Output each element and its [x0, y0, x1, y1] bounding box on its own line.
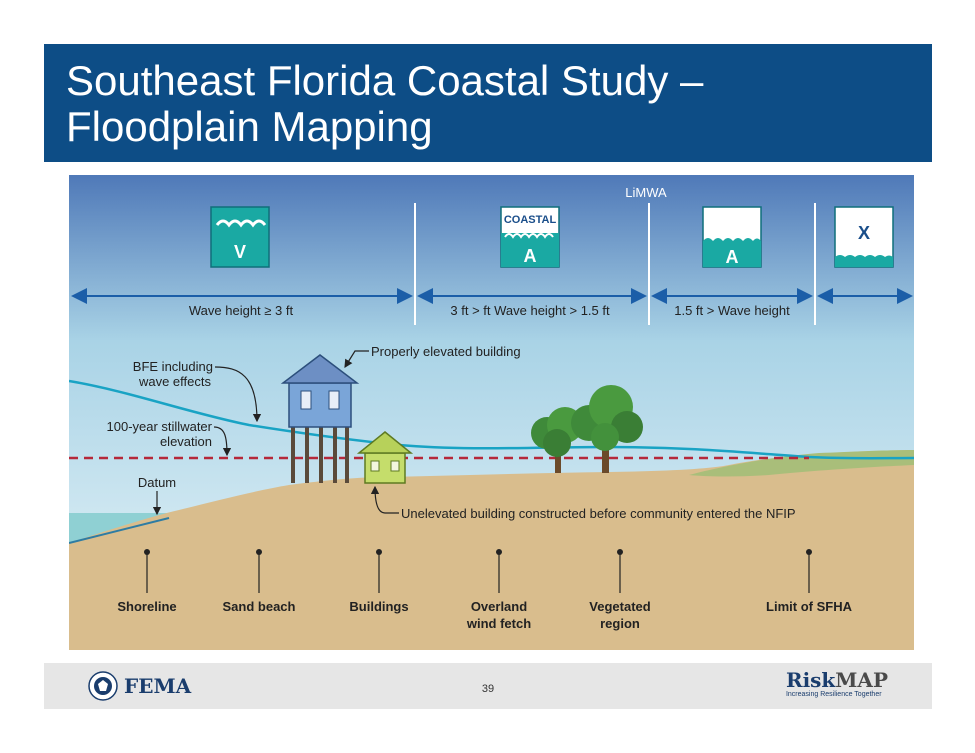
title-bar: Southeast Florida Coastal Study – Floodp…: [44, 44, 932, 162]
coastal-label: COASTAL: [504, 214, 557, 226]
datum-callout: Datum: [138, 475, 176, 490]
label-buildings: Buildings: [349, 599, 408, 614]
wave-range-1: Wave height ≥ 3 ft: [189, 303, 294, 318]
page-number: 39: [481, 683, 495, 695]
label-shoreline: Shoreline: [117, 599, 176, 614]
fema-wordmark: FEMA: [124, 674, 192, 698]
wave-range-3: 1.5 ft > Wave height: [674, 303, 790, 318]
riskmap-risk: Risk: [785, 668, 836, 692]
marker-overland: [496, 549, 502, 593]
label-vegetated-2: region: [600, 616, 640, 631]
v-zone-icon: V: [210, 206, 270, 268]
a-zone-label: A: [726, 247, 739, 267]
x-zone-icon: X: [834, 206, 894, 268]
bfe-callout-line-2: wave effects: [138, 374, 212, 389]
unelevated-building: [356, 431, 414, 484]
marker-sand-beach: [256, 549, 262, 593]
sand-ground: [69, 450, 914, 650]
label-overland-1: Overland: [471, 599, 527, 614]
elevated-callout-line: [344, 350, 369, 369]
slide-title: Southeast Florida Coastal Study – Floodp…: [66, 58, 703, 150]
a-zone-icon: A: [702, 206, 762, 268]
unelevated-callout: Unelevated building constructed before c…: [401, 506, 796, 521]
riskmap-map: MAP: [835, 668, 888, 692]
v-zone-label: V: [234, 242, 246, 262]
stillwater-callout-line: [213, 426, 232, 457]
fema-logo: FEMA: [88, 663, 191, 709]
riskmap-logo: RiskMAP Increasing Resilience Together: [786, 669, 888, 698]
footer-bar: FEMA 39 RiskMAP Increasing Resilience To…: [44, 663, 932, 709]
slide-title-line-1: Southeast Florida Coastal Study –: [66, 57, 704, 104]
bfe-callout-line: [214, 366, 262, 423]
label-overland-2: wind fetch: [466, 616, 531, 631]
marker-shoreline: [144, 549, 150, 593]
limwa-label: LiMWA: [625, 185, 667, 200]
bfe-callout-line-1: BFE including: [133, 359, 213, 374]
vegetated-ground: [689, 450, 914, 477]
stillwater-callout-line-2: elevation: [160, 434, 212, 449]
tree-right: [571, 385, 643, 473]
elevated-building: [280, 354, 360, 483]
elevated-callout: Properly elevated building: [371, 344, 521, 359]
wave-range-2: 3 ft > ft Wave height > 1.5 ft: [450, 303, 610, 318]
marker-limit: [806, 549, 812, 593]
coastal-a-label: A: [524, 246, 537, 266]
unelevated-callout-line: [370, 485, 399, 514]
label-limit-sfha: Limit of SFHA: [766, 599, 853, 614]
dhs-seal-icon: [88, 671, 118, 701]
stillwater-callout-line-1: 100-year stillwater: [107, 419, 213, 434]
riskmap-tagline: Increasing Resilience Together: [785, 691, 882, 698]
shoreline-edge: [69, 517, 170, 544]
slide-title-line-2: Floodplain Mapping: [66, 103, 433, 150]
marker-vegetated: [617, 549, 623, 593]
floodplain-diagram: LiMWA V COASTAL A A X Wave height ≥ 3 ft…: [69, 175, 914, 650]
marker-buildings: [376, 549, 382, 593]
coastal-a-zone-icon: COASTAL A: [500, 206, 560, 268]
label-sand-beach: Sand beach: [223, 599, 296, 614]
label-vegetated-1: Vegetated: [589, 599, 650, 614]
x-zone-label: X: [858, 223, 870, 243]
